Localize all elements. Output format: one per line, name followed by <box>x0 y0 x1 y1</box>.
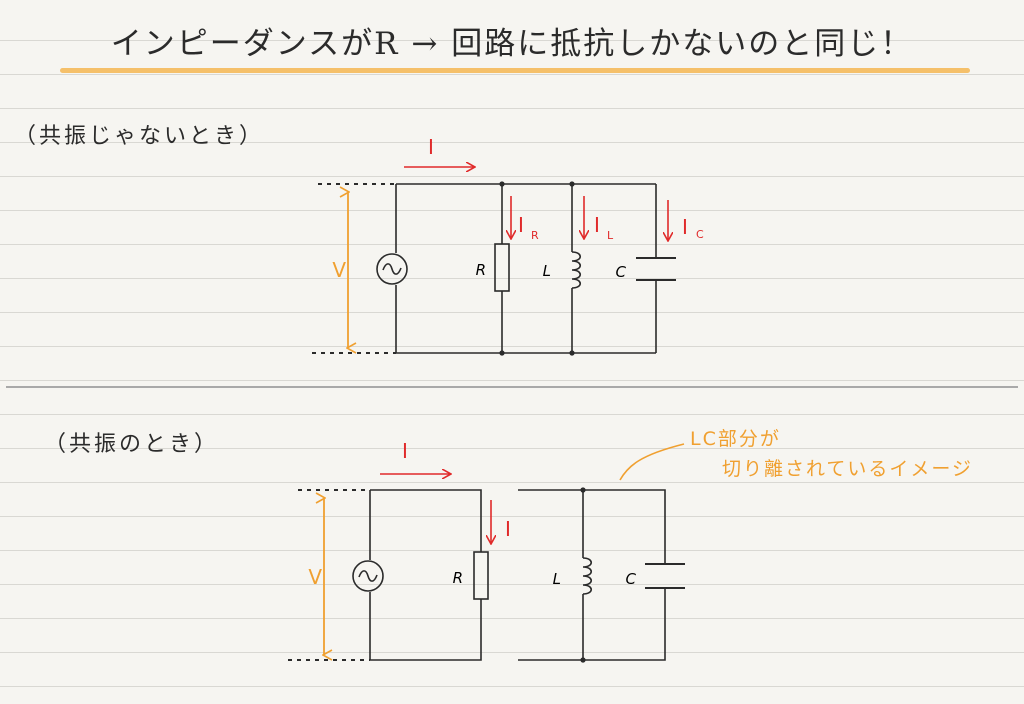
current-l-subscript: L <box>607 229 614 242</box>
current-c-label: I <box>682 215 688 239</box>
section-label-nonresonance: （共振じゃないとき） <box>14 124 265 149</box>
junction-dot <box>580 657 586 663</box>
wire-source-loop <box>369 489 482 661</box>
inductor-label: L <box>553 570 561 588</box>
inductor-label: L <box>543 262 551 280</box>
resistor <box>473 551 489 600</box>
current-l-label: I <box>594 213 600 237</box>
resistor-label: R <box>476 261 486 279</box>
capacitor-label: C <box>626 570 637 588</box>
section-label-resonance: （共振のとき） <box>44 432 220 457</box>
wire-lc-loop <box>518 489 666 661</box>
resistor <box>494 243 510 292</box>
title-highlight <box>60 68 970 73</box>
junction-dot <box>569 350 575 356</box>
current-total-label: I <box>402 439 408 463</box>
current-r-label: I <box>505 517 511 541</box>
ac-source-wave-icon <box>382 263 402 275</box>
annotation-line-2: 切り離されているイメージ <box>722 458 974 480</box>
ac-source-wave-icon <box>358 570 378 582</box>
junction-dot <box>569 181 575 187</box>
junction-dot <box>580 487 586 493</box>
capacitor-label: C <box>616 263 627 281</box>
inductor-coil <box>582 557 593 595</box>
current-r-label: I <box>518 213 524 237</box>
wire-main <box>395 183 656 354</box>
voltage-label: V <box>332 258 346 282</box>
annotation-line-1: LC部分が <box>690 428 781 450</box>
circuit-nonresonance: V R L C I I R I L <box>312 135 704 356</box>
current-total-label: I <box>428 135 434 159</box>
voltage-label: V <box>308 565 322 589</box>
circuit-resonance: V R L C I I <box>288 439 685 663</box>
annotation-leader <box>619 443 685 481</box>
junction-dot <box>499 350 505 356</box>
inductor-coil <box>571 251 582 289</box>
current-r-subscript: R <box>531 229 539 242</box>
junction-dot <box>499 181 505 187</box>
ac-source <box>376 253 408 285</box>
section-divider <box>6 386 1018 388</box>
ac-source <box>352 560 384 592</box>
current-c-subscript: C <box>696 228 704 241</box>
resistor-label: R <box>453 569 463 587</box>
page-title: インピーダンスがR → 回路に抵抗しかないのと同じ！ <box>110 26 914 62</box>
